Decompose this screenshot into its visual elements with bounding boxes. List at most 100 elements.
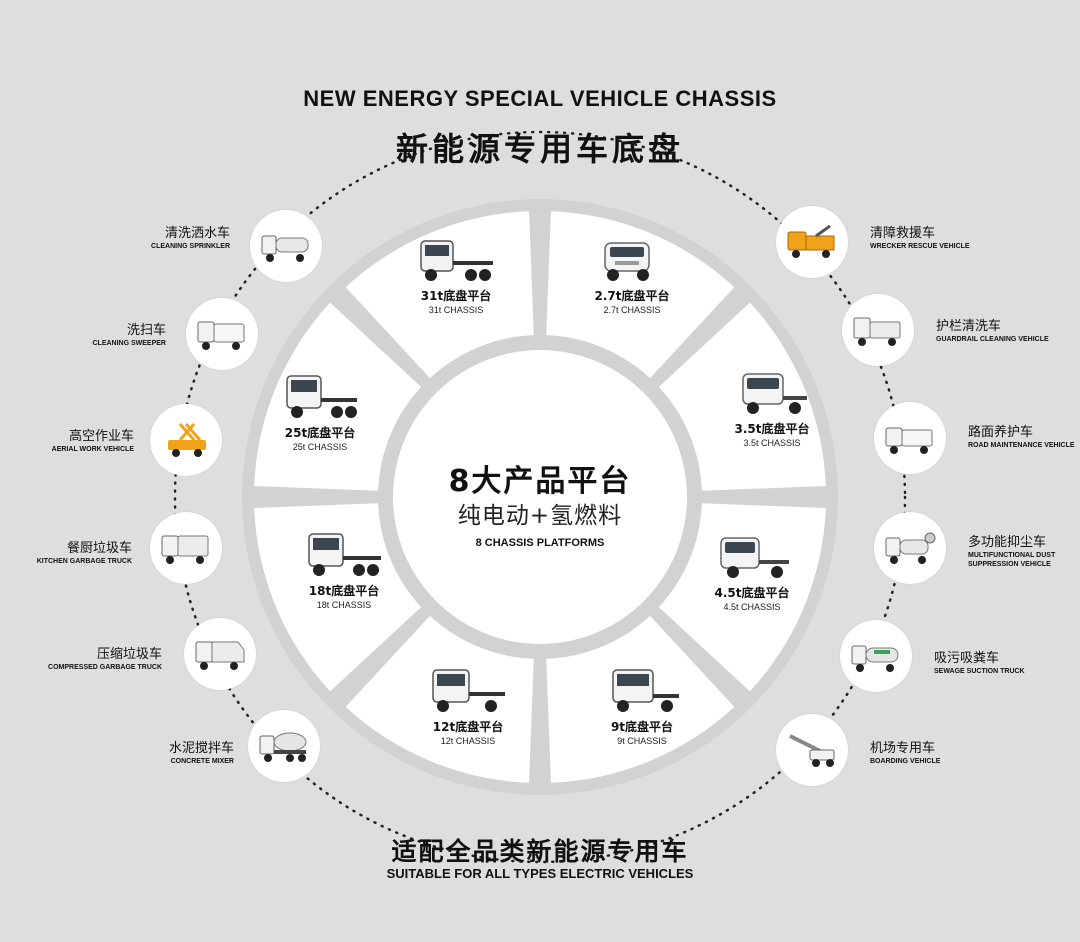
vehicle-name-en: GUARDRAIL CLEANING VEHICLE [936,336,1049,343]
vehicle-label-road-maintenance: 路面养护车 ROAD MAINTENANCE VEHICLE [968,424,1080,450]
sprinkler-truck-icon [260,228,312,264]
platform-label-cn: 3.5t底盘平台 [734,422,810,436]
platform-segment [254,503,422,692]
center-title: 8大产品平台 [448,464,632,499]
center-label-en: 8 CHASSIS PLATFORMS [475,537,605,549]
platform-4.5t: 4.5t底盘平台 4.5t CHASSIS [682,532,822,613]
vehicle-name-cn: 水泥搅拌车 [168,741,234,756]
platform-label-en: 4.5t CHASSIS [723,602,781,612]
garbage-truck-icon [160,530,212,566]
vehicle-name-en: CLEANING SPRINKLER [151,243,230,250]
platform-segment [546,211,735,379]
heavy-truck-chassis-icon [303,530,385,578]
vehicle-label-compressed-garbage: 压缩垃圾车 COMPRESSED GARBAGE TRUCK [0,646,162,672]
platform-label-cn: 9t底盘平台 [610,720,674,734]
platform-3.5t: 3.5t底盘平台 3.5t CHASSIS [702,368,842,449]
platform-label-en: 9t CHASSIS [617,736,667,746]
aerial-work-truck-icon [160,422,212,458]
vehicle-label-kitchen-garbage: 餐厨垃圾车 KITCHEN GARBAGE TRUCK [0,540,132,566]
vehicle-wrecker-rescue [776,206,848,278]
platform-label-en: 2.7t CHASSIS [603,305,661,315]
vehicle-name-cn: 路面养护车 [968,425,1034,440]
vehicle-cleaning-sweeper [186,298,258,370]
vehicle-label-dust-suppression: 多功能抑尘车 MULTIFUNCTIONAL DUST SUPPRESSION V… [968,534,1078,569]
sweeper-truck-icon [196,316,248,352]
hub-disc [393,350,687,644]
wrecker-truck-icon [786,224,838,260]
vehicle-name-en: MULTIFUNCTIONAL DUST SUPPRESSION VEHICLE [968,552,1056,568]
platform-label-cn: 25t底盘平台 [284,426,356,440]
vehicle-name-en: SEWAGE SUCTION TRUCK [934,668,1025,675]
platform-label-cn: 31t底盘平台 [420,289,492,303]
platform-18t: 18t底盘平台 18t CHASSIS [274,530,414,611]
vehicle-cleaning-sprinkler [250,210,322,282]
vehicle-guardrail-cleaning [842,294,914,366]
footer-title-en: SUITABLE FOR ALL TYPES ELECTRIC VEHICLES [386,866,694,881]
concrete-mixer-icon [258,728,310,764]
vehicle-compressed-garbage [184,618,256,690]
vehicle-label-sewage-suction: 吸污吸粪车 SEWAGE SUCTION TRUCK [934,650,1080,676]
platform-12t: 12t底盘平台 12t CHASSIS [398,666,538,747]
platform-segment [254,302,422,491]
vehicle-name-cn: 压缩垃圾车 [96,647,162,662]
vehicle-name-cn: 高空作业车 [68,429,134,444]
platform-label-en: 3.5t CHASSIS [743,438,801,448]
medium-truck-chassis-icon [601,666,683,714]
vehicle-concrete-mixer [248,710,320,782]
vehicle-name-cn: 机场专用车 [870,741,936,756]
vehicle-name-cn: 洗扫车 [126,323,166,338]
road-maintenance-truck-icon [884,420,936,456]
platform-label-en: 18t CHASSIS [316,600,372,610]
header-title-cn: 新能源专用车底盘 [395,130,684,168]
vehicle-name-en: COMPRESSED GARBAGE TRUCK [48,664,162,671]
orbit-dashed-ring [173,130,907,864]
vehicle-name-en: BOARDING VEHICLE [870,758,941,765]
dust-suppression-truck-icon [884,530,936,566]
vehicle-road-maintenance [874,402,946,474]
light-truck-chassis-icon [711,532,793,580]
vehicle-name-en: AERIAL WORK VEHICLE [51,446,134,453]
vehicle-name-en: WRECKER RESCUE VEHICLE [870,243,970,250]
platform-31t: 31t底盘平台 31t CHASSIS [386,235,526,316]
platform-label-cn: 18t底盘平台 [308,584,380,598]
platform-label-cn: 12t底盘平台 [432,720,504,734]
light-truck-chassis-icon [731,368,813,416]
platform-label-en: 25t CHASSIS [292,442,348,452]
vehicle-name-en: ROAD MAINTENANCE VEHICLE [968,442,1075,449]
footer-title-cn: 适配全品类新能源专用车 [391,837,689,866]
guardrail-cleaner-icon [852,312,904,348]
vehicle-dust-suppression [874,512,946,584]
vehicle-kitchen-garbage [150,512,222,584]
compactor-truck-icon [194,636,246,672]
vehicle-name-cn: 吸污吸粪车 [934,651,1000,666]
vehicle-label-guardrail-cleaning: 护栏清洗车 GUARDRAIL CLEANING VEHICLE [936,318,1080,344]
heavy-truck-chassis-icon [415,235,497,283]
platform-25t: 25t底盘平台 25t CHASSIS [250,372,390,453]
vehicle-name-cn: 清洗洒水车 [164,226,230,241]
vehicle-label-boarding: 机场专用车 BOARDING VEHICLE [870,740,1070,766]
platform-2.7t: 2.7t底盘平台 2.7t CHASSIS [562,235,702,316]
header-title-en: NEW ENERGY SPECIAL VEHICLE CHASSIS [303,86,777,111]
vehicle-label-wrecker-rescue: 清障救援车 WRECKER RESCUE VEHICLE [870,225,1070,251]
vehicle-name-cn: 多功能抑尘车 [968,535,1047,550]
mini-truck-chassis-icon [591,235,673,283]
vehicle-label-cleaning-sprinkler: 清洗洒水车 CLEANING SPRINKLER [30,225,230,251]
vehicle-name-cn: 护栏清洗车 [936,319,1002,334]
platform-label-cn: 2.7t底盘平台 [594,289,670,303]
platform-segment [658,503,826,692]
vehicle-name-cn: 清障救援车 [870,226,936,241]
vehicle-name-en: CLEANING SWEEPER [92,340,166,347]
vehicle-label-aerial-work: 高空作业车 AERIAL WORK VEHICLE [0,428,134,454]
vehicle-name-en: KITCHEN GARBAGE TRUCK [36,558,132,565]
platform-label-en: 12t CHASSIS [440,736,496,746]
sewage-suction-truck-icon [850,638,902,674]
center-subtitle: 纯电动+氢燃料 [457,503,623,529]
platform-label-cn: 4.5t底盘平台 [714,586,790,600]
platform-9t: 9t底盘平台 9t CHASSIS [572,666,712,747]
heavy-truck-chassis-icon [279,372,361,420]
vehicle-boarding [776,714,848,786]
medium-truck-chassis-icon [427,666,509,714]
platform-segment [345,211,534,379]
vehicle-name-cn: 餐厨垃圾车 [66,541,132,556]
